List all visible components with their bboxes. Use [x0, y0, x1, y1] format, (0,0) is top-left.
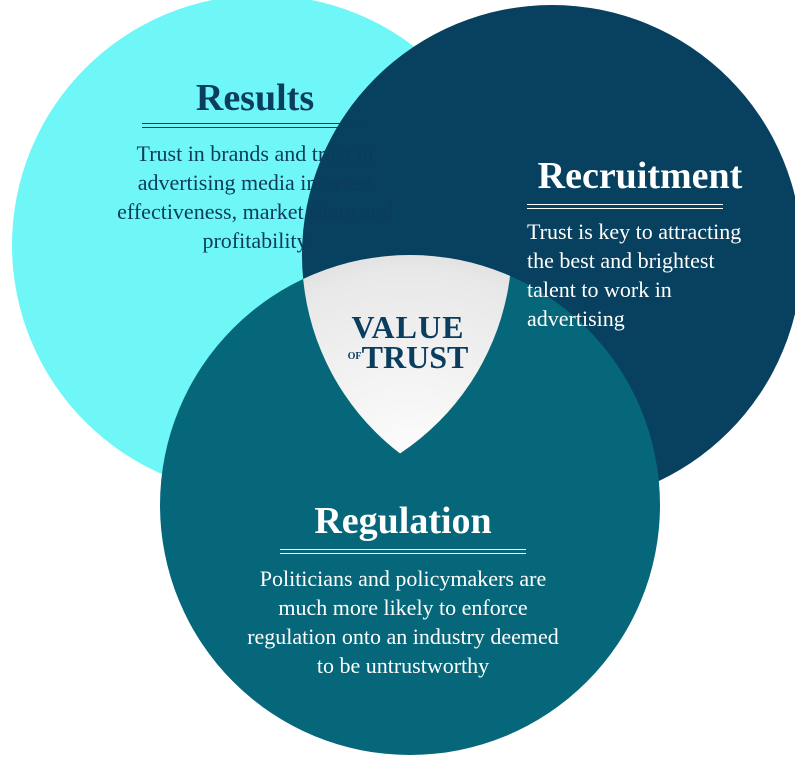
- center-label-value: VALUE: [351, 309, 465, 345]
- recruitment-title: Recruitment: [537, 155, 743, 197]
- results-title: Results: [195, 77, 315, 119]
- results-title-divider: [142, 123, 368, 128]
- regulation-title: Regulation: [314, 500, 492, 542]
- results-body: Trust in brands and trust in advertising…: [117, 141, 393, 253]
- recruitment-title-divider: [527, 204, 723, 209]
- regulation-title-divider: [280, 549, 526, 554]
- center-label-of: OF: [347, 351, 362, 362]
- results-section: Results Trust in brands and trust in adv…: [95, 74, 415, 255]
- recruitment-body: Trust is key to attracting the best and …: [527, 219, 742, 331]
- center-label-trust: TRUST: [361, 339, 469, 375]
- regulation-body: Politicians and policymakers are much mo…: [247, 566, 559, 678]
- value-of-trust-label: VALUE OF TRUST: [328, 309, 488, 375]
- center-label-trust-row: OF TRUST: [328, 339, 488, 375]
- recruitment-section: Recruitment Trust is key to attracting t…: [515, 152, 765, 333]
- regulation-section: Regulation Politicians and policymakers …: [243, 497, 563, 680]
- regulation-circle: [160, 255, 660, 755]
